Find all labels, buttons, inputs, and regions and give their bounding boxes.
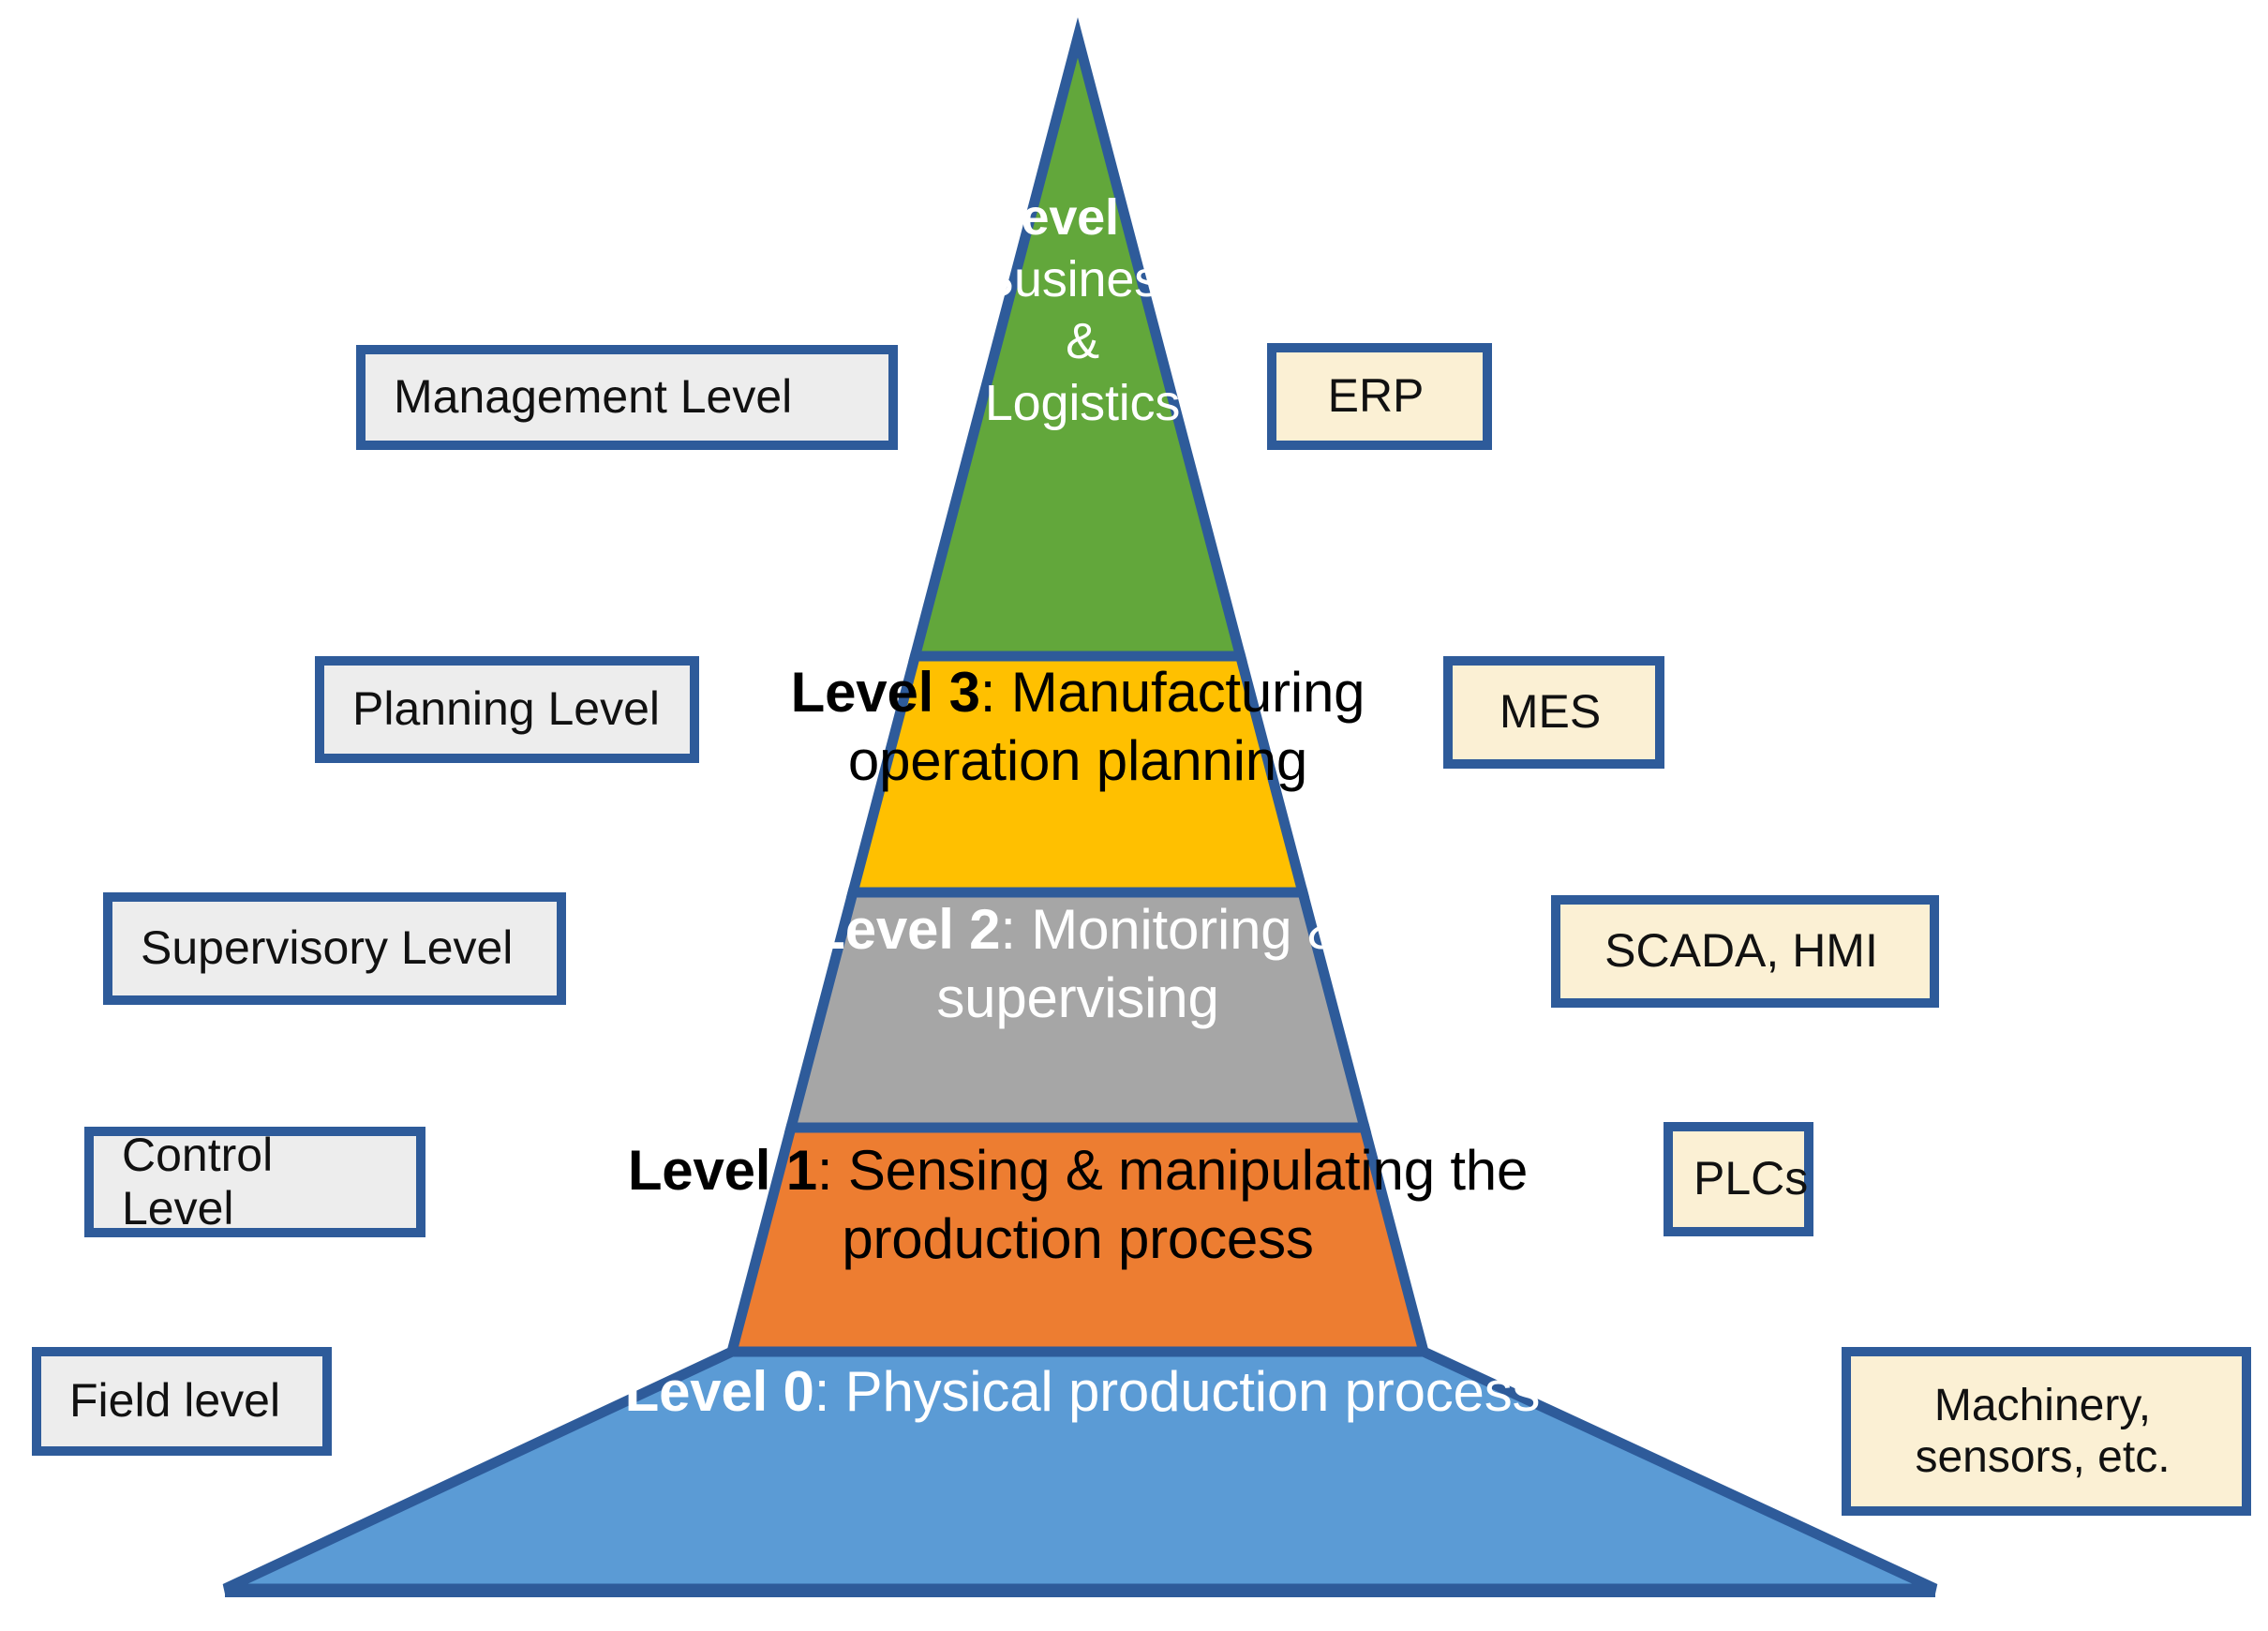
callout-management-level[interactable]: Management Level (356, 345, 898, 450)
callout-management-level-label: Management Level (394, 370, 793, 424)
callout-scada-hmi-label: SCADA, HMI (1604, 924, 1878, 978)
callout-planning-level[interactable]: Planning Level (315, 656, 699, 763)
pyramid-band-level-4[interactable] (908, 17, 1247, 662)
callout-machinery-sensors-label: Machinery, sensors, etc. (1915, 1380, 2171, 1482)
callout-field-level[interactable]: Field level (32, 1347, 332, 1456)
callout-erp-label: ERP (1327, 369, 1425, 423)
pyramid-band-level-2[interactable] (783, 887, 1372, 1133)
callout-mes[interactable]: MES (1443, 656, 1664, 769)
callout-control-level-label: Control Level (122, 1128, 274, 1235)
callout-plcs-label: PLCs (1694, 1152, 1809, 1205)
pyramid-band-level-3[interactable] (845, 651, 1310, 898)
pyramid-band-level-1[interactable] (724, 1122, 1431, 1357)
callout-machinery-sensors[interactable]: Machinery, sensors, etc. (1842, 1347, 2251, 1516)
callout-erp[interactable]: ERP (1267, 343, 1492, 450)
callout-plcs[interactable]: PLCs (1664, 1122, 1813, 1236)
callout-supervisory-level[interactable]: Supervisory Level (103, 892, 566, 1005)
callout-planning-level-label: Planning Level (352, 682, 661, 736)
pyramid-base-shadow (225, 1584, 1935, 1597)
callout-supervisory-level-label: Supervisory Level (141, 921, 514, 975)
callout-scada-hmi[interactable]: SCADA, HMI (1551, 895, 1939, 1008)
callout-field-level-label: Field level (69, 1374, 281, 1428)
callout-mes-label: MES (1499, 685, 1602, 739)
callout-control-level[interactable]: Control Level (84, 1127, 425, 1237)
pyramid-band-level-0[interactable] (222, 1346, 1938, 1594)
